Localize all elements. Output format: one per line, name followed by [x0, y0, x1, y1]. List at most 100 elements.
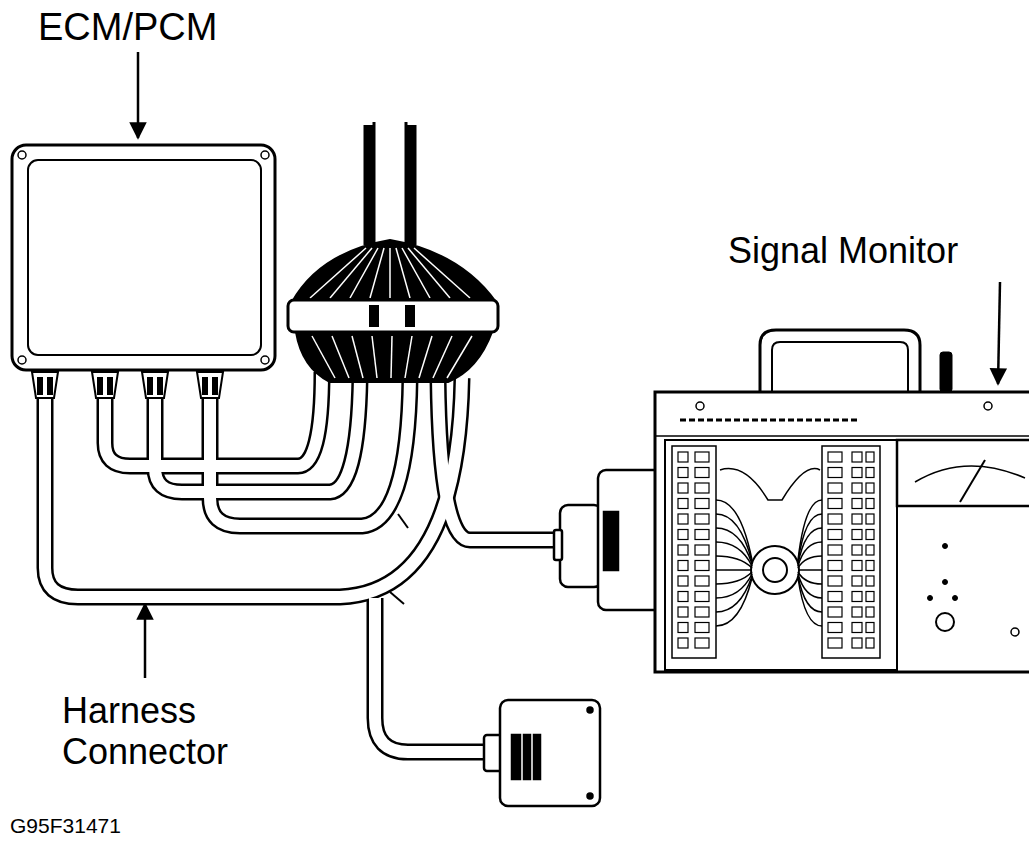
signal-monitor-part [751, 546, 799, 594]
harness-cable-part-part [398, 514, 408, 528]
signal-monitor-part-part [798, 514, 822, 562]
signal-monitor-part [936, 613, 954, 631]
signal-monitor-part-part [695, 561, 709, 571]
signal-monitor-part-part [678, 545, 688, 555]
breakout-connector [288, 240, 498, 382]
harness-connector-part [512, 735, 520, 779]
signal-monitor-part-part [695, 545, 709, 555]
signal-monitor-part-part [828, 638, 842, 648]
signal-monitor-part-part [695, 514, 709, 524]
signal-monitor-part-part [866, 623, 874, 633]
harness-cable-part [405, 122, 408, 244]
signal-monitor-part [822, 446, 880, 658]
signal-monitor-part-part [852, 545, 862, 555]
signal-monitor-part-part [866, 499, 874, 509]
signal-monitor-part-part [695, 452, 709, 462]
signal-monitor-part-part [695, 530, 709, 540]
signal-monitor-part [984, 402, 992, 410]
signal-monitor-part-part [798, 569, 822, 571]
harness-cable-part [390, 514, 408, 604]
signal-monitor-part [678, 452, 874, 648]
signal-monitor-part-part [695, 499, 709, 509]
breakout-connector-part [310, 248, 470, 298]
breakout-connector-part-part [391, 336, 392, 378]
callout-label: Signal Monitor [728, 230, 1023, 271]
ecm-plug-part [38, 378, 217, 394]
harness-cable-part [373, 122, 376, 244]
callout-label: G95F31471 [10, 814, 210, 838]
signal-monitor-part-part [828, 514, 842, 524]
signal-monitor-part-part [678, 483, 688, 493]
signal-monitor-part [953, 596, 958, 601]
harness-cable-part-part [210, 378, 410, 526]
signal-monitor-part-part [678, 561, 688, 571]
signal-monitor-part-part [678, 452, 688, 462]
signal-monitor-part-part [852, 514, 862, 524]
breakout-connector-part-part [396, 248, 410, 298]
signal-monitor-part-part [695, 483, 709, 493]
signal-monitor-part-part [695, 638, 709, 648]
signal-monitor-part-part [695, 623, 709, 633]
breakout-connector-part [292, 240, 496, 302]
signal-monitor-part [943, 580, 948, 585]
monitor-plug-part [554, 530, 562, 560]
signal-monitor-part-part [828, 576, 842, 586]
harness-cable [45, 122, 562, 752]
leader-line-part [144, 604, 147, 678]
signal-monitor-part-part [866, 561, 874, 571]
signal-monitor-part [716, 500, 822, 626]
breakout-connector-part-part [433, 336, 452, 378]
signal-monitor-part [655, 435, 1029, 437]
ecm-plug-part-part [98, 378, 102, 394]
signal-monitor-part-part [716, 578, 752, 626]
signal-monitor-part [655, 392, 1029, 672]
signal-monitor-part-part [852, 561, 862, 571]
signal-monitor-part-part [852, 452, 862, 462]
harness-connector-part [588, 794, 593, 799]
signal-monitor-part [760, 330, 920, 392]
harness-cable-part-part [155, 378, 360, 492]
breakout-connector-part-part [332, 336, 349, 378]
signal-monitor-part-part [828, 530, 842, 540]
signal-monitor-part-part [852, 499, 862, 509]
signal-monitor-part-part [852, 483, 862, 493]
signal-monitor-part-part [695, 607, 709, 617]
signal-monitor-part-part [866, 576, 874, 586]
leader-line-part [998, 282, 1000, 384]
ecm-module-part [28, 160, 261, 355]
signal-monitor-part-part [678, 638, 688, 648]
signal-monitor-part-part [828, 483, 842, 493]
signal-monitor-part [943, 544, 948, 549]
signal-monitor-part-part [852, 576, 862, 586]
signal-monitor [655, 330, 1029, 672]
signal-monitor-part-part [678, 607, 688, 617]
harness-connector [484, 700, 600, 806]
ecm-module-part [18, 356, 26, 364]
harness-cable-part-part [375, 598, 488, 752]
ecm-plug-part [197, 372, 223, 398]
ecm-plug [32, 372, 223, 398]
breakout-connector-part-part [402, 248, 430, 298]
harness-connector-part [500, 700, 600, 806]
signal-monitor-part-part [828, 607, 842, 617]
signal-monitor-part-part [678, 468, 688, 478]
signal-monitor-part-part [828, 623, 842, 633]
signal-monitor-part-part [798, 578, 822, 626]
signal-monitor-part-part [828, 468, 842, 478]
breakout-connector-part-part [372, 336, 377, 378]
signal-monitor-part [928, 596, 933, 601]
signal-monitor-part-part [678, 530, 688, 540]
signal-monitor-part [696, 402, 704, 410]
signal-monitor-part-part [695, 576, 709, 586]
monitor-plug-part [604, 512, 618, 570]
signal-monitor-part-part [866, 483, 874, 493]
signal-monitor-part-part [716, 514, 752, 562]
breakout-connector-part [288, 300, 498, 332]
harness-connector-part [534, 735, 540, 779]
signal-monitor-part [897, 440, 1029, 506]
signal-monitor-part-part [678, 592, 688, 602]
ecm-module-part [261, 151, 269, 159]
breakout-connector-part [370, 306, 378, 326]
signal-monitor-part [772, 342, 908, 392]
harness-connector-part [588, 708, 593, 713]
